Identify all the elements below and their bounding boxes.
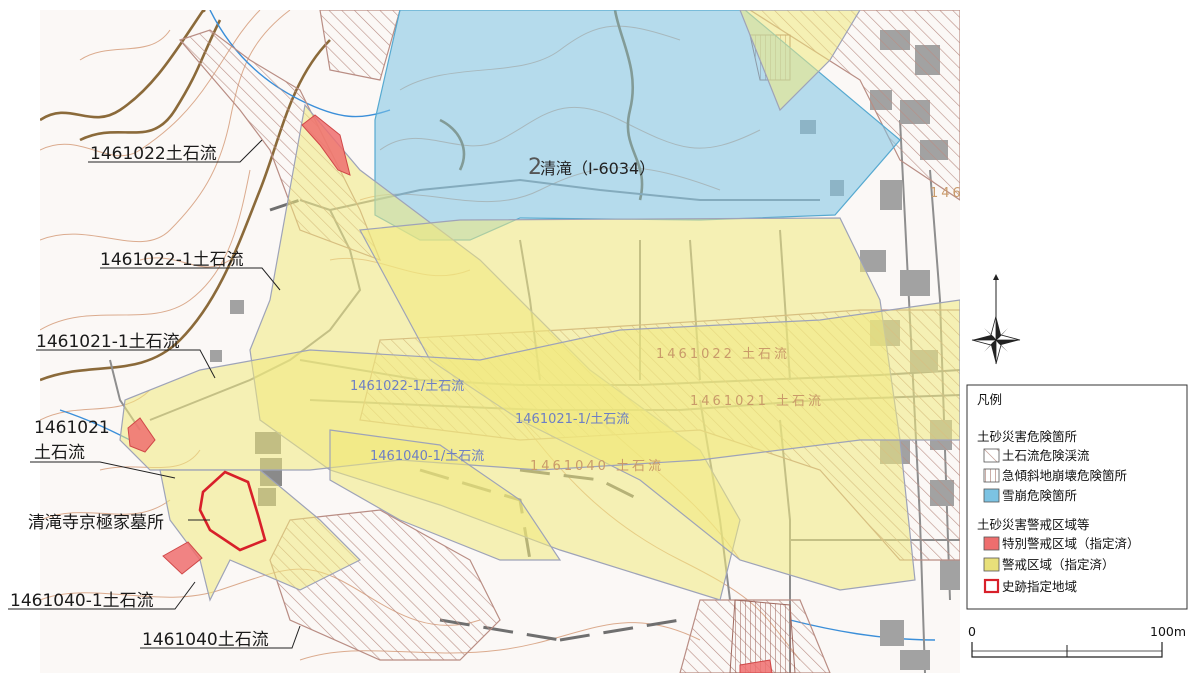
- contour-number: 2: [528, 155, 542, 180]
- legend-item-warning: 警戒区域（指定済）: [1002, 557, 1115, 572]
- map-labels: 清滝（I-6034） 2 1461022-1/土石流 1461021-1/土石流…: [350, 155, 964, 474]
- callout-1461022-1: 1461022-1土石流: [100, 250, 244, 270]
- label-avalanche: 清滝（I-6034）: [540, 159, 655, 178]
- legend: 凡例 土砂災害危険箇所 土石流危険渓流 急傾斜地崩壊危険箇所 雪崩危険箇所 土砂…: [966, 384, 1188, 610]
- label-1461040: 1461040 土石流: [530, 459, 664, 474]
- swatch-warning: [983, 557, 1000, 572]
- historic-site-boundary[interactable]: [198, 470, 267, 552]
- legend-group-warning-zones: 土砂災害警戒区域等: [977, 517, 1090, 532]
- callout-1461021-num: 1461021: [34, 418, 110, 438]
- legend-item-steep-slope: 急傾斜地崩壊危険箇所: [1002, 468, 1127, 483]
- compass-rose-icon: [971, 274, 1021, 365]
- label-1461040-1: 1461040-1/土石流: [370, 449, 484, 464]
- callout-labels: 1461022土石流 1461022-1土石流 1461021-1土石流 146…: [10, 144, 269, 650]
- legend-group-hazard-sites: 土砂災害危険箇所: [977, 429, 1077, 444]
- callout-1461040: 1461040土石流: [142, 630, 269, 650]
- callout-1461021-type: 土石流: [34, 443, 85, 463]
- warning-areas[interactable]: [119, 10, 960, 602]
- legend-title: 凡例: [977, 392, 1002, 407]
- hazard-layers: [119, 10, 960, 673]
- legend-item-avalanche: 雪崩危険箇所: [1002, 488, 1077, 503]
- callout-leaders: [8, 139, 301, 649]
- scale-bar: 0 100m: [968, 624, 1186, 658]
- callout-1461022: 1461022土石流: [90, 144, 217, 164]
- label-1461022-1: 1461022-1/土石流: [350, 379, 464, 394]
- label-1461021: 1461021 土石流: [690, 394, 824, 409]
- special-warning-areas[interactable]: [127, 114, 773, 673]
- callout-1461040-1: 1461040-1土石流: [10, 591, 154, 611]
- legend-item-debris-flow: 土石流危険渓流: [1002, 448, 1090, 463]
- legend-item-special-warning: 特別警戒区域（指定済）: [1002, 536, 1140, 551]
- label-1461021-1: 1461021-1/土石流: [515, 412, 629, 427]
- legend-box: [966, 384, 1188, 610]
- scale-end: 100m: [1150, 624, 1186, 639]
- swatch-historic-site: [983, 578, 1000, 594]
- swatch-steep-slope: [983, 468, 1000, 483]
- swatch-debris-flow: [983, 448, 1000, 463]
- callout-historic-site: 清滝寺京極家墓所: [28, 513, 164, 533]
- scale-start: 0: [968, 624, 976, 639]
- legend-item-historic-site: 史跡指定地域: [1002, 579, 1077, 594]
- swatch-special-warning: [983, 536, 1000, 551]
- label-edge: 146: [930, 186, 964, 201]
- swatch-avalanche: [983, 488, 1000, 503]
- label-1461022: 1461022 土石流: [656, 347, 790, 362]
- callout-1461021-1: 1461021-1土石流: [36, 332, 180, 352]
